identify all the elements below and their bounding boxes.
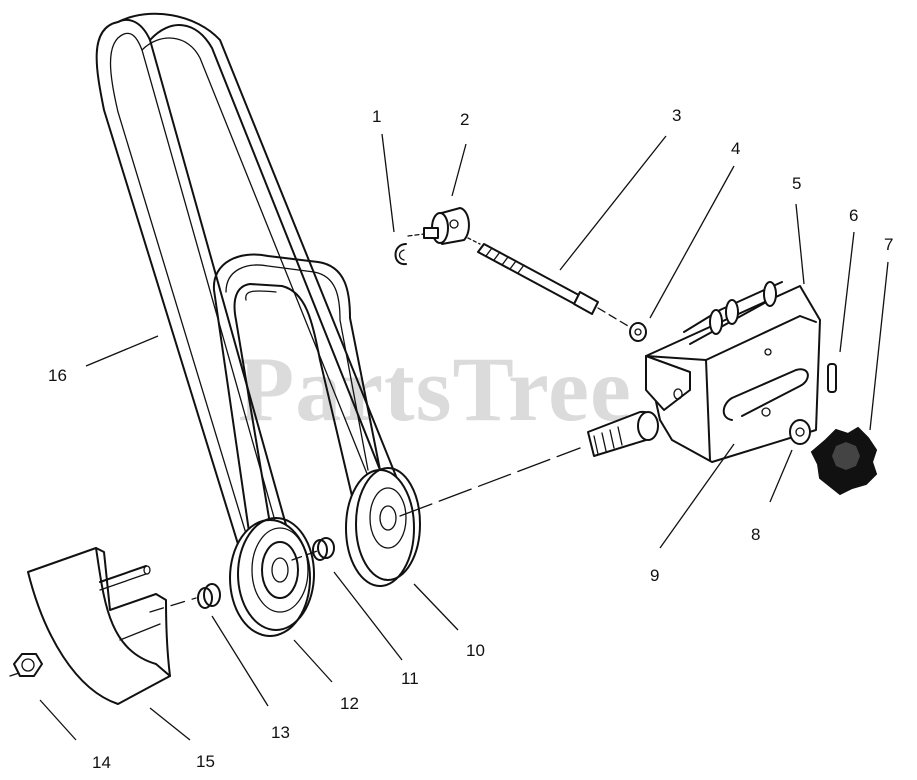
callout-3: 3	[672, 106, 681, 125]
washer-knob	[789, 419, 811, 445]
callout-2: 2	[460, 110, 469, 129]
callout-10: 10	[466, 641, 485, 660]
roll-pin	[827, 363, 837, 393]
drive-pulley	[229, 517, 315, 637]
bracket-housing	[645, 281, 821, 463]
belt-guard	[27, 547, 171, 705]
e-clip	[394, 243, 407, 266]
callout-6: 6	[849, 206, 858, 225]
callout-12: 12	[340, 694, 359, 713]
callout-4: 4	[731, 139, 740, 158]
stud	[587, 410, 659, 457]
watermark: PartsTree	[238, 338, 632, 440]
washer	[629, 322, 647, 342]
hex-nut	[13, 653, 43, 677]
callout-labels: 1 2 3 4 5 6 7 8 9 10 11 12 13 14 15 16	[48, 106, 893, 772]
callout-14: 14	[92, 753, 111, 772]
callout-9: 9	[650, 566, 659, 585]
callout-13: 13	[271, 723, 290, 742]
callout-7: 7	[884, 235, 893, 254]
callout-5: 5	[792, 174, 801, 193]
spacer	[312, 537, 335, 561]
callout-1: 1	[372, 107, 381, 126]
callout-15: 15	[196, 752, 215, 771]
idler-pulley	[345, 467, 421, 587]
callout-8: 8	[751, 525, 760, 544]
star-knob	[810, 426, 878, 496]
callout-16: 16	[48, 366, 67, 385]
threaded-rod	[467, 237, 629, 327]
leader-lines	[39, 133, 889, 741]
swivel-block	[407, 207, 470, 245]
callout-11: 11	[401, 669, 419, 688]
spacer-small	[197, 583, 221, 609]
